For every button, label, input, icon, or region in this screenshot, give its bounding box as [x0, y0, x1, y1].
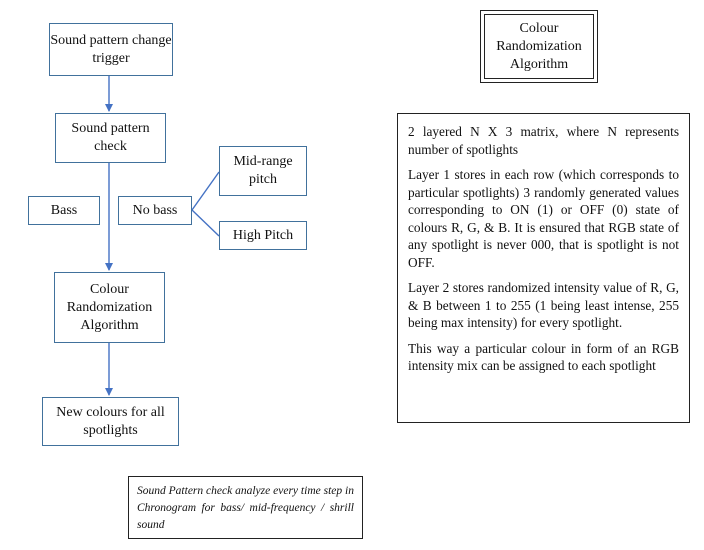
node-new-colours-for-all-spotlights: New colours for all spotlights: [42, 397, 179, 446]
node-sound-pattern-check: Sound pattern check: [55, 113, 166, 163]
connector-nobass-to-highpitch: [191, 209, 220, 237]
sound-pattern-note: Sound Pattern check analyze every time s…: [128, 476, 363, 539]
description-paragraph: Layer 1 stores in each row (which corres…: [408, 167, 679, 270]
algorithm-title: Colour Randomization Algorithm: [484, 14, 594, 79]
node-sound-pattern-change-trigger: Sound pattern change trigger: [49, 23, 173, 76]
node-colour-randomization-algorithm: Colour Randomization Algorithm: [54, 272, 165, 343]
algorithm-description: 2 layered N X 3 matrix, where N represen…: [397, 113, 690, 423]
description-paragraph: Layer 2 stores randomized intensity valu…: [408, 280, 679, 330]
description-paragraph: This way a particular colour in form of …: [408, 340, 679, 374]
node-mid-range-pitch: Mid-range pitch: [219, 146, 307, 196]
description-paragraph: 2 layered N X 3 matrix, where N represen…: [408, 124, 679, 157]
node-bass: Bass: [28, 196, 100, 225]
node-high-pitch: High Pitch: [219, 221, 307, 250]
connector-nobass-to-midrange: [191, 171, 220, 211]
algorithm-title-box: Colour Randomization Algorithm: [480, 10, 598, 83]
node-no-bass: No bass: [118, 196, 192, 225]
